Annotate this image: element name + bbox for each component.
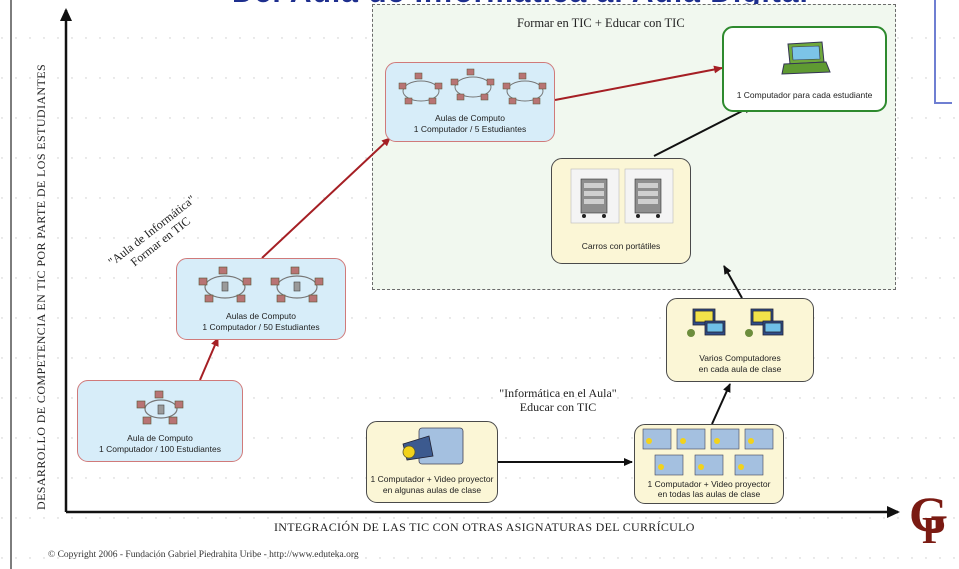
node-subtitle: 1 Computador / 5 Estudiantes [413, 124, 527, 134]
node-title: Carros con portátiles [581, 241, 661, 251]
informatica-aula-annotation: "Informática en el Aula" Educar con TIC [488, 386, 628, 414]
svg-text:G: G [909, 486, 948, 542]
computers-group-icon [687, 308, 784, 337]
x-axis-label: INTEGRACIÓN DE LAS TIC CON OTRAS ASIGNAT… [274, 520, 695, 534]
projectors-grid-icon [642, 428, 774, 476]
node-carros-portatiles: Carros con portátiles [551, 158, 691, 264]
gp-monogram-icon: G P [909, 486, 948, 552]
annotation-line2: Educar con TIC [519, 400, 597, 414]
y-axis-label: DESARROLLO DE COMPETENCIA EN TIC POR PAR… [34, 63, 48, 510]
right-accent-line-foot [934, 102, 952, 104]
arrow-n7-n8 [723, 265, 743, 299]
node-title: Aulas de Computo [435, 113, 505, 123]
node-subtitle: 1 Computador / 100 Estudiantes [99, 444, 221, 454]
node-aulas-computo-5: Aulas de Computo 1 Computador / 5 Estudi… [385, 62, 555, 142]
laptop-carts-icon [570, 168, 674, 224]
node-computador-cada-estudiante: 1 Computador para cada estudiante [722, 26, 887, 112]
node-title: 1 Computador + Video proyector [647, 479, 771, 489]
node-video-proyector-todas: 1 Computador + Video proyector en todas … [634, 424, 784, 504]
node-video-proyector-algunas: 1 Computador + Video proyector en alguna… [366, 421, 498, 503]
left-border-line [10, 0, 12, 569]
node-title: Varios Computadores [699, 353, 781, 363]
node-title: 1 Computador + Video proyector [370, 474, 494, 484]
arrow-n2-n3 [261, 137, 391, 259]
node-title: Aula de Computo [127, 433, 193, 443]
node-title: 1 Computador para cada estudiante [736, 90, 873, 100]
node-varios-computadores: Varios Computadores en cada aula de clas… [666, 298, 814, 382]
arrow-n3-n4 [554, 65, 723, 101]
node-subtitle: en todas las aulas de clase [657, 489, 761, 499]
lab-clusters-icon [198, 266, 324, 303]
node-subtitle: en algunas aulas de clase [382, 485, 482, 495]
gp-logo: G P [907, 485, 951, 557]
arrow-n8-n4 [653, 105, 753, 157]
right-accent-line [934, 0, 936, 104]
arrow-n1-n2 [199, 337, 219, 381]
lab-cluster-icon [136, 390, 184, 425]
laptop-icon [781, 41, 831, 75]
copyright-notice: © Copyright 2006 - Fundación Gabriel Pie… [48, 550, 359, 560]
node-subtitle: 1 Computador / 50 Estudiantes [202, 322, 320, 332]
arrow-n6-n7 [711, 383, 731, 425]
node-aulas-computo-50: Aulas de Computo 1 Computador / 50 Estud… [176, 258, 346, 340]
lab-many-clusters-icon [398, 68, 547, 105]
zone-label: Formar en TIC + Educar con TIC [517, 16, 685, 30]
node-subtitle: en cada aula de clase [698, 364, 782, 374]
projector-icon [402, 427, 464, 465]
annotation-line1: "Informática en el Aula" [499, 386, 617, 400]
svg-text:P: P [922, 510, 945, 547]
node-aula-computo-100: Aula de Computo 1 Computador / 100 Estud… [77, 380, 243, 462]
node-title: Aulas de Computo [226, 311, 296, 321]
